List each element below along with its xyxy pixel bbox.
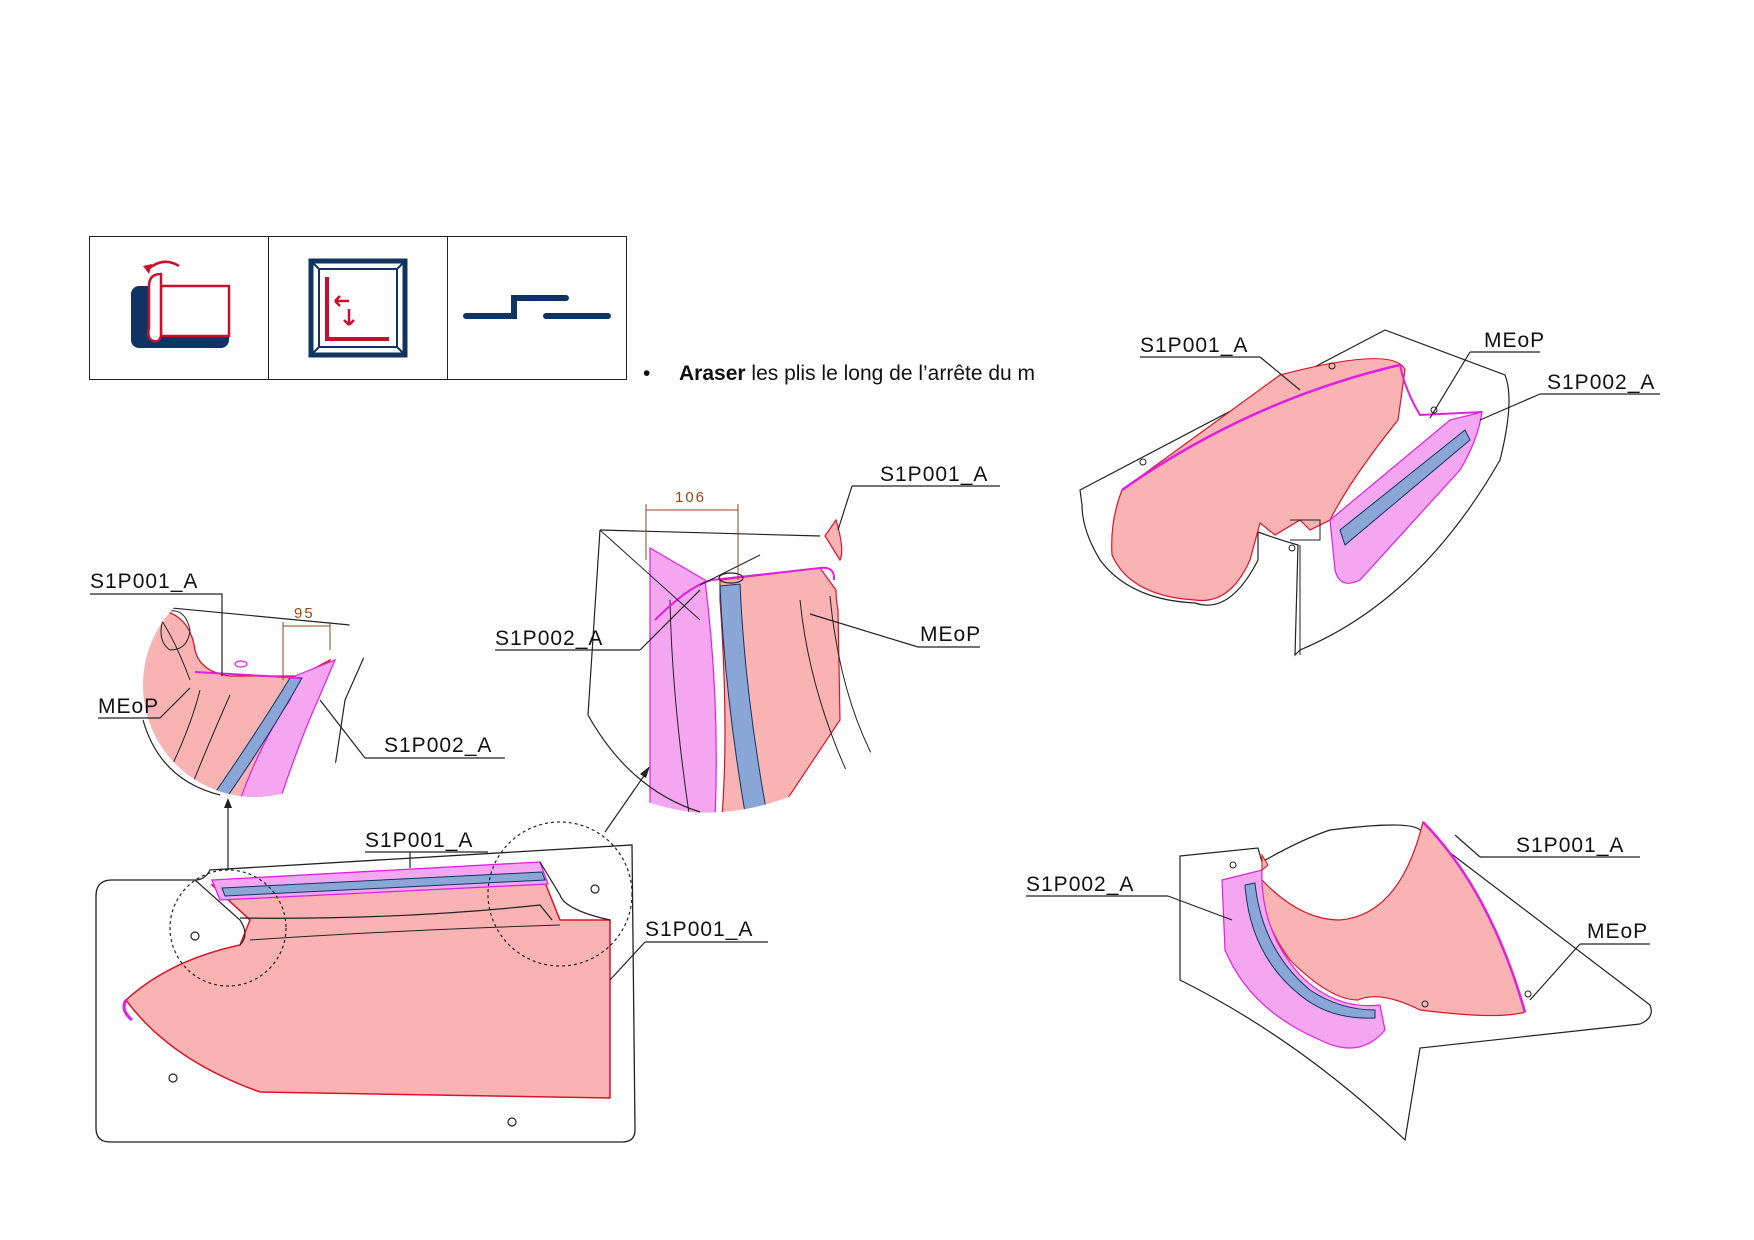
detail-b-label-s1p002: S1P002_A bbox=[495, 627, 603, 650]
icon-cell-2 bbox=[269, 237, 448, 379]
detail-b-label-s1p001: S1P001_A bbox=[880, 463, 988, 486]
detail-circle-right bbox=[487, 821, 633, 967]
iso-top-label-s1p002: S1P002_A bbox=[1547, 371, 1655, 394]
instruction-line: • Araser les plis le long de l’arrête du … bbox=[643, 362, 1068, 386]
detail-a: 95 S1P001_A MEoP S1P002_A bbox=[90, 570, 505, 797]
step-offset-icon bbox=[463, 295, 611, 319]
iso-top-ply-blue bbox=[1339, 429, 1471, 546]
iso-top-label-meop: MEoP bbox=[1484, 329, 1545, 352]
icon-table bbox=[89, 236, 627, 380]
iso-top-label-s1p001: S1P001_A bbox=[1140, 334, 1248, 357]
iso-view-top: S1P001_A MEoP S1P002_A bbox=[1079, 329, 1660, 657]
iso-bottom-label-meop: MEoP bbox=[1587, 920, 1648, 943]
iso-bottom-ply-magenta bbox=[1221, 869, 1386, 1049]
iso-top-ply-pink bbox=[1111, 358, 1406, 602]
dimension-95: 95 bbox=[294, 605, 315, 622]
instruction-text: les plis le long de l’arrête du m bbox=[745, 362, 1036, 385]
iso-bottom-ply-blue bbox=[1244, 882, 1376, 1019]
bullet-icon: • bbox=[643, 362, 651, 385]
hole-marker-icon bbox=[590, 884, 600, 894]
icon-cell-1 bbox=[90, 237, 269, 379]
hole-marker-icon bbox=[190, 931, 200, 941]
detail-a-label-s1p002: S1P002_A bbox=[384, 734, 492, 757]
icon-cell-3 bbox=[448, 237, 626, 379]
ply-peel-icon bbox=[131, 260, 231, 348]
detail-a-ply-blue bbox=[209, 677, 303, 797]
flat-label-s1p001-right: S1P001_A bbox=[645, 918, 753, 941]
instruction-keyword: Araser bbox=[679, 362, 746, 385]
hole-marker-icon bbox=[168, 1073, 178, 1083]
corner-trim-icon bbox=[308, 258, 408, 358]
iso-view-bottom: S1P001_A S1P002_A MEoP bbox=[1026, 820, 1652, 1142]
detail-b-ply-magenta bbox=[649, 546, 717, 813]
hole-marker-icon bbox=[507, 1117, 517, 1127]
detail-a-label-s1p001: S1P001_A bbox=[90, 570, 198, 593]
dimension-106: 106 bbox=[675, 489, 706, 506]
detail-b: 106 S1P001_A S1P002_A MEoP bbox=[495, 463, 1000, 813]
flat-ply-inner-line bbox=[239, 904, 553, 921]
flat-ply-edge bbox=[122, 999, 133, 1022]
iso-bottom-label-s1p001: S1P001_A bbox=[1516, 834, 1624, 857]
detail-b-label-meop: MEoP bbox=[920, 623, 981, 646]
detail-b-ply-blue bbox=[719, 583, 771, 813]
flat-ply-blue-strip bbox=[221, 871, 546, 897]
flat-label-s1p001-top: S1P001_A bbox=[365, 829, 473, 852]
flat-view: S1P001_A S1P001_A bbox=[95, 766, 768, 1143]
detail-a-label-meop: MEoP bbox=[98, 695, 159, 718]
iso-bottom-label-s1p002: S1P002_A bbox=[1026, 873, 1134, 896]
